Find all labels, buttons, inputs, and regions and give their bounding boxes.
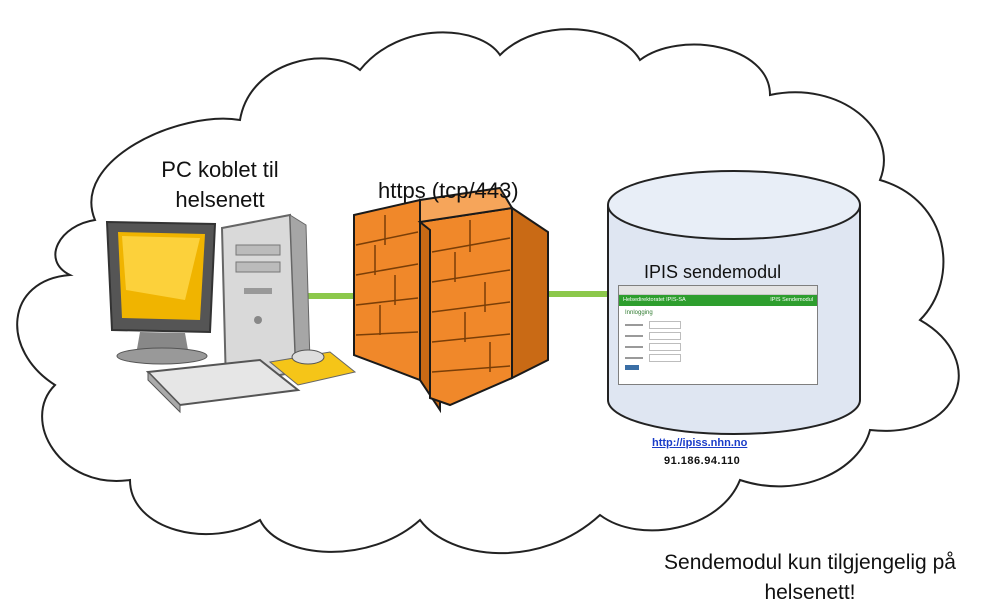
firewall-icon — [353, 186, 549, 414]
form-field — [649, 331, 681, 340]
form-field — [649, 342, 681, 351]
app-right-title: IPIS Sendemodul — [770, 297, 813, 303]
form-field — [649, 320, 681, 329]
app-title: Helsedirektoratet IPIS-SA — [623, 297, 686, 303]
form-field — [649, 353, 681, 362]
pc-label: PC koblet til helsenett — [120, 155, 320, 215]
access-note-line1: Sendemodul kun tilgjengelig på — [664, 551, 956, 574]
access-note-line2: helsenett! — [764, 581, 856, 604]
login-form: Innlogging — [619, 306, 817, 374]
pc-label-line2: helsenett — [175, 187, 265, 212]
login-button — [625, 365, 639, 370]
firewall-label: https (tcp/443) — [378, 178, 519, 203]
pc-label-line1: PC koblet til — [161, 157, 279, 182]
server-url-link[interactable]: http://ipiss.nhn.no — [652, 437, 748, 449]
server-ip: 91.186.94.110 — [664, 455, 741, 467]
access-note: Sendemodul kun tilgjengelig på helsenett… — [640, 548, 980, 608]
server-label: IPIS sendemodul — [644, 262, 782, 282]
browser-chrome — [619, 286, 817, 295]
login-title: Innlogging — [625, 310, 653, 316]
app-header-bar: Helsedirektoratet IPIS-SA IPIS Sendemodu… — [619, 295, 817, 306]
computer-icon — [105, 213, 357, 414]
sendemodul-screenshot: Helsedirektoratet IPIS-SA IPIS Sendemodu… — [618, 285, 818, 385]
